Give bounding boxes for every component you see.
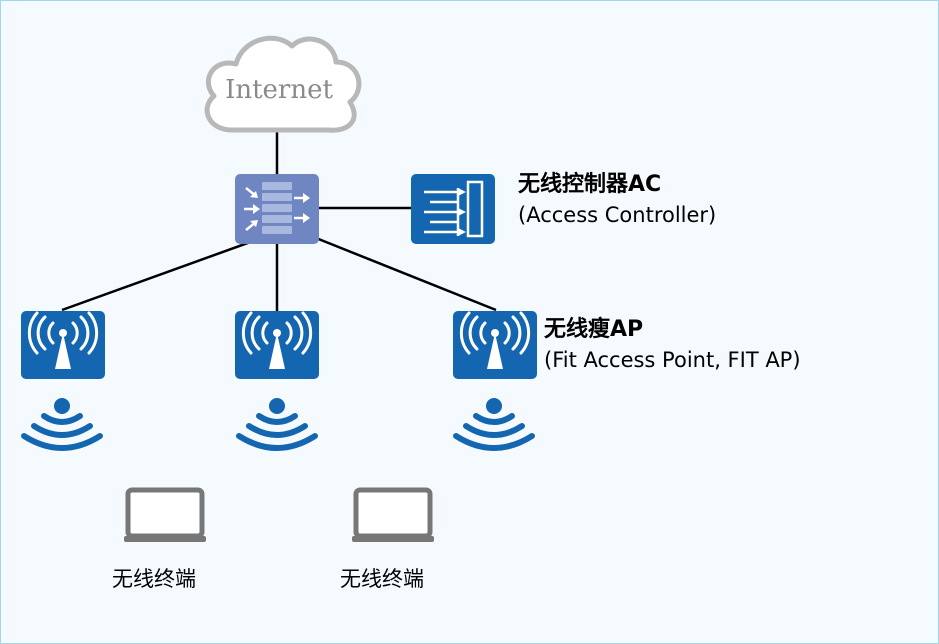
link-switch-ap1 (61, 238, 257, 312)
access-point-2 (233, 309, 321, 381)
access-controller (411, 174, 495, 244)
internet-cloud: Internet (204, 35, 362, 133)
wifi-signal-icon-2 (239, 398, 315, 448)
ac-subtitle: (Access Controller) (518, 203, 717, 227)
cloud-label: Internet (225, 75, 333, 105)
terminal-label-1: 无线终端 (112, 567, 196, 591)
link-switch-ap3 (315, 236, 497, 312)
ap-subtitle: (Fit Access Point, FIT AP) (544, 348, 801, 372)
ap-title: 无线瘦AP (544, 317, 644, 342)
ac-title: 无线控制器AC (518, 172, 662, 197)
connection-lines (61, 128, 497, 312)
access-point-3 (451, 309, 539, 381)
ac-arrow-heads (458, 188, 466, 236)
access-point-1 (19, 309, 107, 381)
ap-label: 无线瘦AP (Fit Access Point, FIT AP) (544, 315, 801, 375)
wifi-signal-icon-3 (456, 398, 532, 448)
switch-grid-icon (262, 182, 292, 234)
switch-arrows-icon (244, 187, 310, 231)
core-switch (235, 174, 319, 244)
cloud-icon (204, 35, 362, 133)
laptop-icon-2 (352, 490, 434, 542)
laptop-icon-1 (124, 490, 206, 542)
wifi-signal-icon-1 (24, 398, 100, 448)
ac-label: 无线控制器AC (Access Controller) (518, 170, 716, 230)
terminal-label-2: 无线终端 (340, 567, 424, 591)
